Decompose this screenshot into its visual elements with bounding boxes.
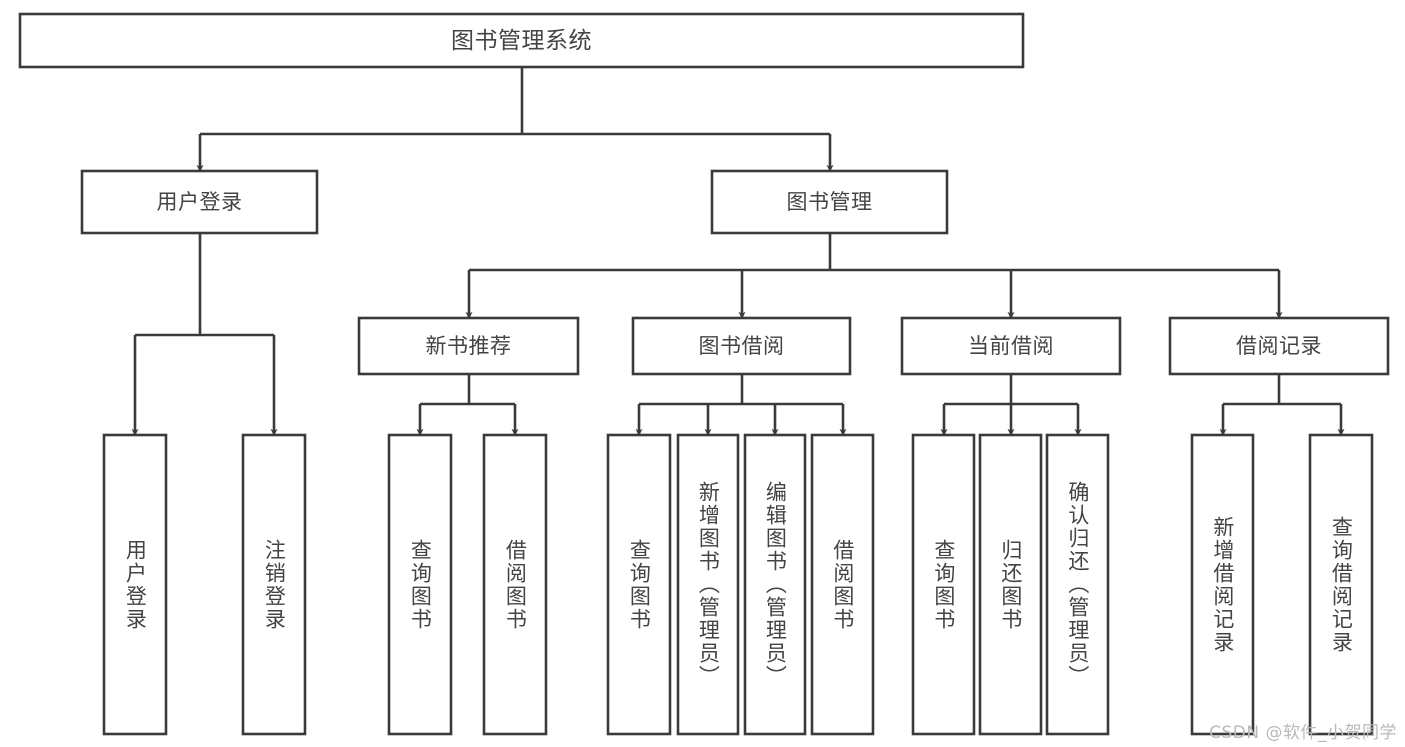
node-box-leaf-borrow-book-rec[interactable] [482, 433, 548, 736]
node-box-book-manage[interactable] [710, 169, 949, 235]
node-boxes [18, 12, 1390, 736]
node-label-new-book-recommend: 新书推荐 [426, 334, 512, 358]
node-box-leaf-confirm-return-admin[interactable] [1045, 433, 1110, 736]
node-box-leaf-edit-book-admin[interactable] [743, 433, 807, 736]
node-box-new-book-recommend[interactable] [357, 316, 580, 376]
node-box-leaf-query-book-current[interactable] [911, 433, 976, 736]
node-box-user-login[interactable] [80, 169, 319, 235]
node-box-leaf-query-book-rec[interactable] [387, 433, 453, 736]
node-label-book-manage: 图书管理 [787, 190, 873, 214]
node-label-user-login: 用户登录 [157, 190, 243, 214]
node-box-leaf-user-login[interactable] [102, 433, 168, 736]
node-box-leaf-add-book-admin[interactable] [676, 433, 740, 736]
node-box-borrow-record[interactable] [1168, 316, 1390, 376]
connector-lines [131, 67, 1345, 436]
node-label-book-borrow: 图书借阅 [699, 334, 785, 358]
node-box-leaf-query-borrow-record[interactable] [1308, 433, 1374, 736]
node-box-leaf-borrow-book[interactable] [810, 433, 875, 736]
node-box-current-borrow[interactable] [900, 316, 1122, 376]
node-label-borrow-record: 借阅记录 [1236, 334, 1322, 358]
node-label-current-borrow: 当前借阅 [968, 334, 1054, 358]
node-box-root[interactable] [18, 12, 1025, 69]
node-box-leaf-return-book[interactable] [978, 433, 1043, 736]
node-box-leaf-logout-login[interactable] [241, 433, 307, 736]
node-box-leaf-add-borrow-record[interactable] [1190, 433, 1255, 736]
node-box-leaf-query-book-borrow[interactable] [606, 433, 672, 736]
csdn-watermark: CSDN @软件_小贺同学 [1209, 723, 1397, 743]
node-box-book-borrow[interactable] [631, 316, 852, 376]
node-label-root: 图书管理系统 [451, 28, 592, 54]
